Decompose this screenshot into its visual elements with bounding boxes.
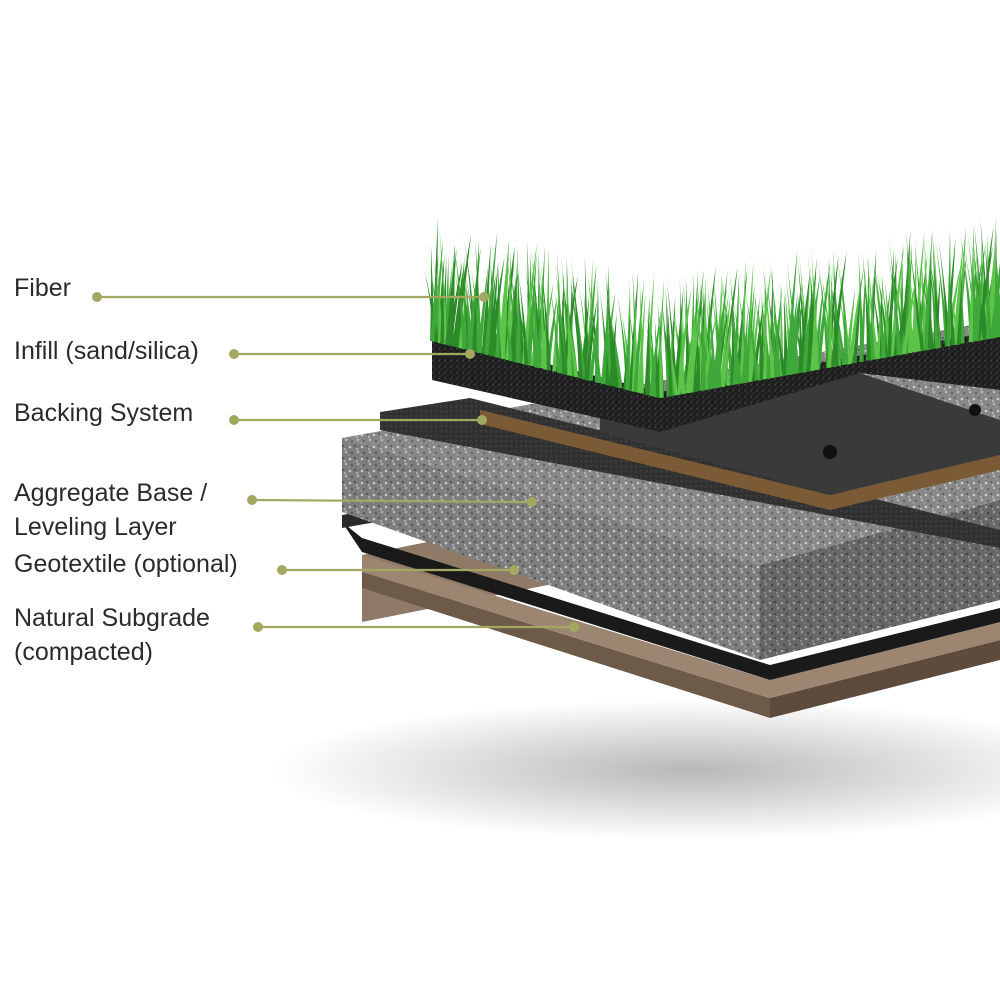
leader-infill <box>229 349 475 359</box>
leader-fiber <box>92 292 489 302</box>
label-backing-system: Backing System <box>14 399 194 427</box>
leader-geotextile <box>277 565 519 575</box>
label-aggregate-base: Aggregate Base / Leveling Layer <box>14 479 208 541</box>
leader-backing <box>229 415 487 425</box>
label-fiber: Fiber <box>14 274 71 302</box>
leader-subgrade <box>253 622 579 632</box>
label-geotextile: Geotextile (optional) <box>14 550 238 578</box>
ground-shadow <box>270 700 1000 840</box>
leader-aggregate <box>247 495 537 507</box>
grass-fiber-layer <box>422 215 1000 398</box>
infill-layer <box>432 330 1000 432</box>
leader-lines <box>92 292 579 632</box>
label-natural-subgrade: Natural Subgrade (compacted) <box>14 604 210 666</box>
label-infill: Infill (sand/silica) <box>14 337 199 365</box>
